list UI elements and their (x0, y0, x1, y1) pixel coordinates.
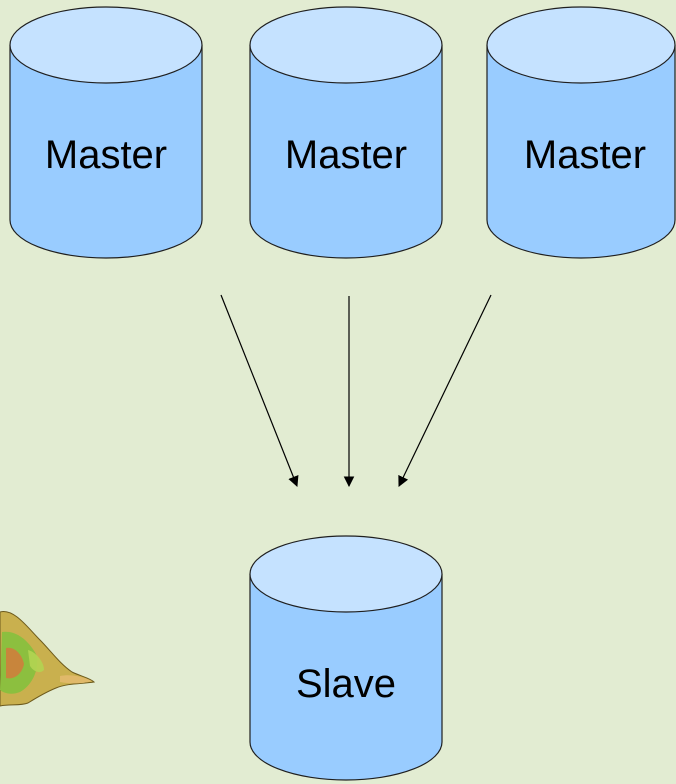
master-database-2: Master (249, 6, 443, 259)
master-database-1: Master (9, 6, 203, 259)
slave-label: Slave (296, 662, 396, 706)
master-database-3: Master (486, 6, 676, 259)
tortoise-mascot-icon (0, 611, 96, 707)
master-label-1: Master (45, 133, 167, 177)
master-label-2: Master (285, 133, 407, 177)
master-label-3: Master (524, 133, 646, 177)
replication-arrow-3 (398, 294, 492, 487)
slave-database: Slave (249, 535, 443, 781)
replication-arrow-1 (220, 294, 299, 488)
